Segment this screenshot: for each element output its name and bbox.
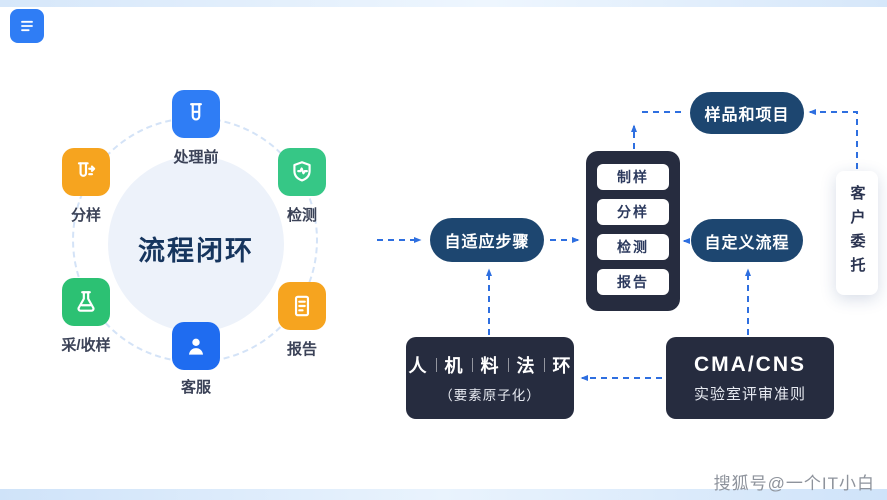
- cma-title: CMA/CNS: [694, 352, 806, 376]
- sample-collect-icon-card: [62, 278, 110, 326]
- factor-char-environment: 环: [552, 356, 572, 376]
- custom-process-pill: 自定义流程: [691, 219, 803, 262]
- cycle-title: 流程闭环: [138, 236, 254, 266]
- sample-split-icon: [77, 162, 96, 177]
- arrow-client-to-samples: [808, 109, 858, 169]
- cycle-label-sample-collect: 采/收样: [61, 337, 111, 354]
- factor-char-man: 人: [408, 356, 428, 376]
- stack-item-sample-split: 分样: [597, 199, 669, 225]
- stack-item-testing: 检测: [597, 234, 669, 260]
- samples-projects-pill: 样品和项目: [690, 92, 804, 134]
- divider: [507, 358, 509, 372]
- cycle-label-customer-service: 客服: [180, 379, 211, 396]
- client-commission-label: 客户委托: [848, 185, 866, 281]
- samples-projects-label: 样品和项目: [704, 107, 790, 124]
- client-commission-card: 客户委托: [836, 171, 878, 295]
- report-doc-icon: [294, 295, 310, 317]
- divider: [543, 358, 545, 372]
- factor-char-material: 料: [480, 356, 500, 376]
- cycle-label-sample-split: 分样: [70, 207, 101, 224]
- cycle-label-testing: 检测: [286, 207, 317, 224]
- cma-subtitle: 实验室评审准则: [693, 385, 806, 403]
- report-icon-card: [278, 282, 326, 330]
- adaptive-steps-label: 自适应步骤: [444, 234, 530, 251]
- adaptive-steps-pill: 自适应步骤: [430, 218, 544, 262]
- testing-icon-card: [278, 148, 326, 196]
- stack-item-sample-making: 制样: [597, 164, 669, 190]
- sample-split-icon-card: [62, 148, 110, 196]
- factors-note: （要素原子化）: [439, 388, 541, 403]
- factor-char-method: 法: [516, 356, 536, 376]
- stack-item-report: 报告: [597, 269, 669, 295]
- corner-document-icon: [10, 9, 44, 43]
- cma-box: CMA/CNS 实验室评审准则: [666, 337, 834, 419]
- watermark: 搜狐号@一个IT小白: [713, 474, 875, 493]
- factors-box: 人机料法环 （要素原子化）: [406, 337, 574, 419]
- cycle-label-pre-processing: 处理前: [173, 149, 219, 166]
- factors-chars-row: 人机料法环: [409, 352, 572, 378]
- customer-service-icon-card: [172, 322, 220, 370]
- cycle-label-report: 报告: [286, 341, 317, 358]
- flask-icon: [77, 291, 95, 312]
- cycle-inner-circle: [108, 156, 284, 332]
- divider: [471, 358, 473, 372]
- pre-processing-icon-card: [172, 90, 220, 138]
- divider: [435, 358, 437, 372]
- top-decor-band: [0, 0, 887, 7]
- factor-char-machine: 机: [444, 356, 464, 376]
- process-stack: 制样 分样 检测 报告: [586, 151, 680, 311]
- support-agent-icon: [188, 338, 204, 355]
- shield-check-icon: [293, 161, 311, 182]
- custom-process-label: 自定义流程: [704, 234, 790, 252]
- bottom-decor-band: [0, 489, 887, 500]
- document-list-icon: [21, 20, 33, 32]
- test-tube-icon: [190, 103, 202, 121]
